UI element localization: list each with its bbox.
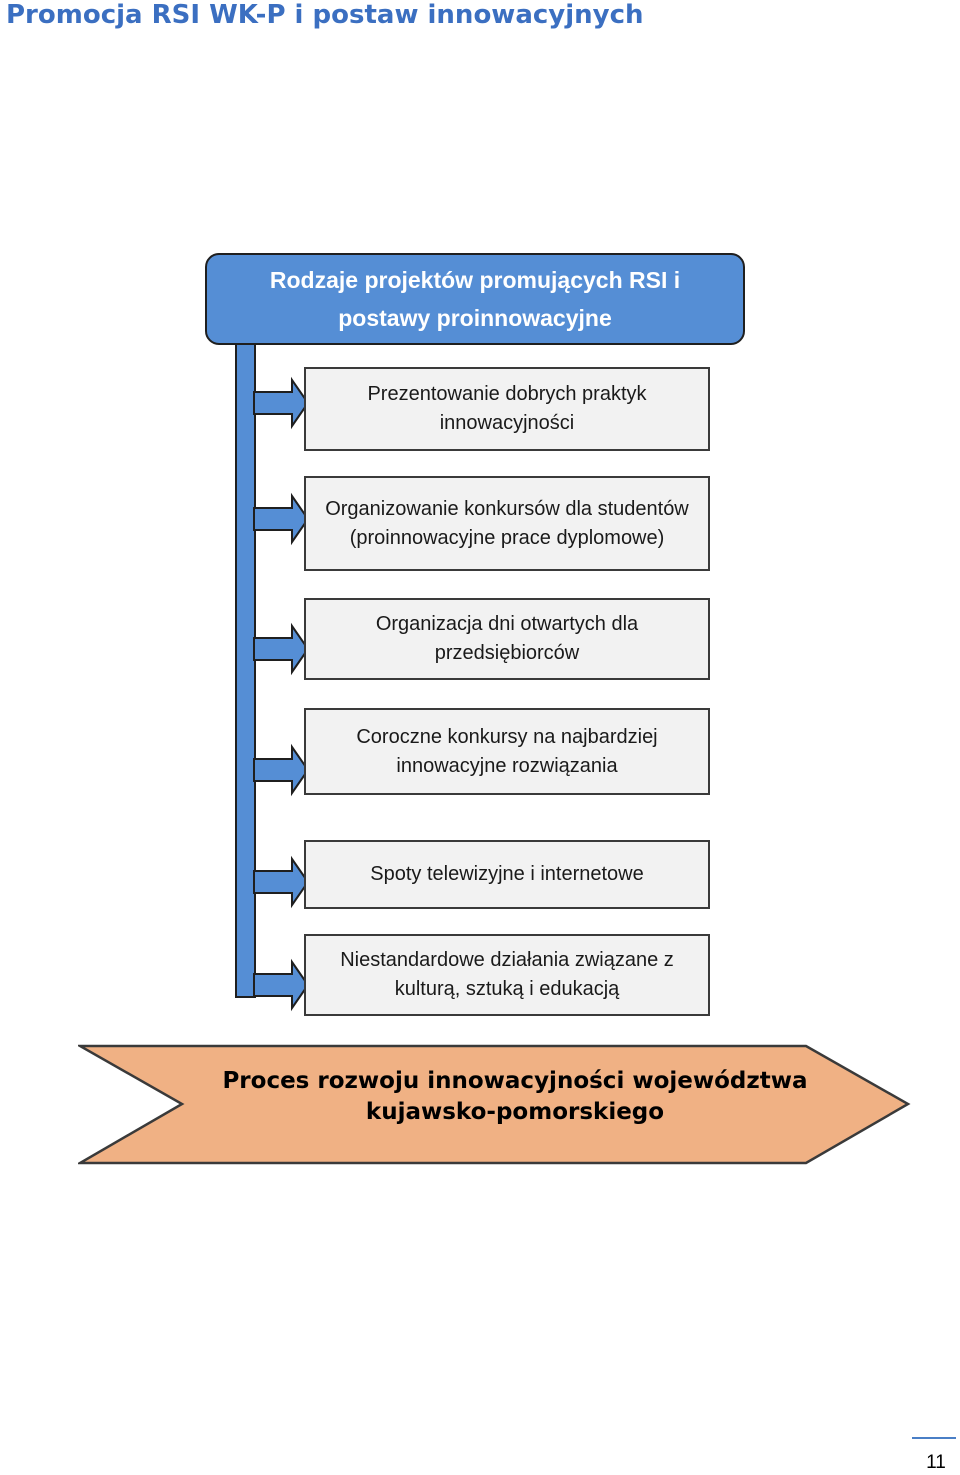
item-box-tv-spots: Spoty telewizyjne i internetowe [304,840,710,909]
item-box-annual-contests: Coroczne konkursy na najbardziej innowac… [304,708,710,795]
item-box-good-practices: Prezentowanie dobrych praktyk innowacyjn… [304,367,710,451]
connector-arrow [253,492,310,546]
page-number-rule [912,1437,956,1439]
process-arrow-label: Proces rozwoju innowacyjności województw… [222,1068,808,1125]
page-number: 11 [926,1452,946,1473]
connector-arrow [253,855,310,909]
item-box-open-days: Organizacja dni otwartych dla przedsiębi… [304,598,710,680]
connector-arrow [253,958,310,1012]
connector-arrow [253,622,310,676]
connector-arrow [253,743,310,797]
connector-arrow [253,376,310,430]
process-arrow-shape [78,1044,911,1165]
page-title: Promocja RSI WK-P i postaw innowacyjnych [6,0,644,30]
diagram-spine [235,345,256,998]
diagram-header-box: Rodzaje projektów promujących RSI i post… [205,253,745,345]
item-box-culture-activities: Niestandardowe działania związane z kult… [304,934,710,1016]
item-box-student-contests: Organizowanie konkursów dla studentów (p… [304,476,710,571]
